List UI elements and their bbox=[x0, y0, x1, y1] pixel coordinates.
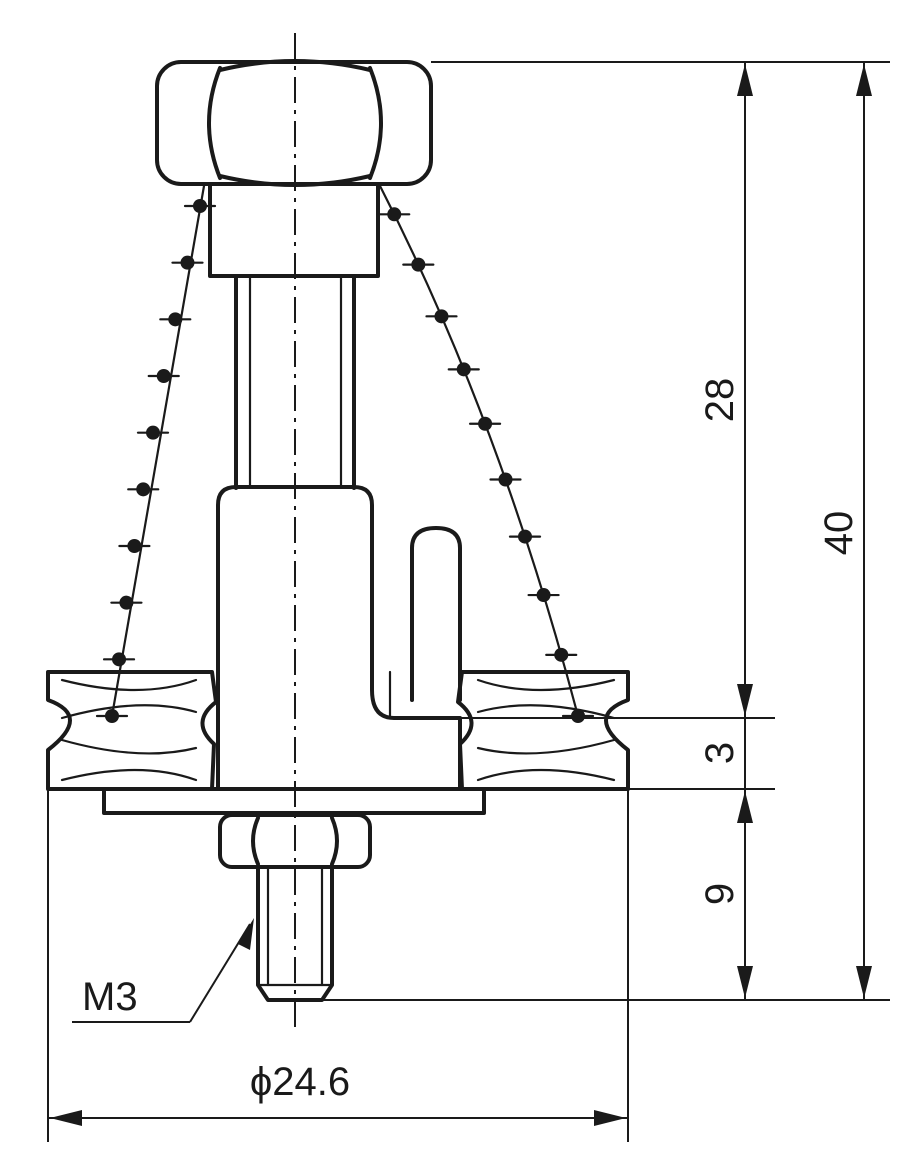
dimension-3: 3 bbox=[698, 718, 746, 789]
dimension-diameter: ϕ24.6 bbox=[48, 1060, 628, 1126]
bead bbox=[127, 539, 142, 553]
thread-callout: M3 bbox=[82, 918, 254, 1023]
bead bbox=[387, 207, 402, 222]
bottom-hex-nut bbox=[218, 813, 372, 869]
dimension-9-label: 9 bbox=[698, 883, 742, 905]
bead bbox=[146, 425, 161, 440]
extension-lines bbox=[47, 61, 890, 1142]
dimension-9: 9 bbox=[698, 789, 753, 1000]
dimension-28: 28 bbox=[698, 62, 753, 718]
thread-label: M3 bbox=[82, 975, 138, 1019]
left-bead-chain bbox=[95, 184, 217, 723]
bead bbox=[168, 312, 183, 327]
bead bbox=[105, 709, 119, 723]
bead bbox=[411, 257, 426, 272]
pulley-right-flange bbox=[456, 670, 630, 791]
bead bbox=[498, 472, 513, 487]
bead bbox=[112, 652, 127, 667]
dimension-40: 40 bbox=[817, 62, 872, 1000]
pulley-left-flange bbox=[46, 670, 218, 791]
diameter-label: ϕ24.6 bbox=[250, 1060, 350, 1104]
shaft bbox=[234, 274, 356, 490]
bead bbox=[434, 309, 449, 324]
hub bbox=[216, 485, 462, 791]
bead bbox=[119, 595, 134, 610]
bead bbox=[571, 709, 585, 723]
threaded-stud bbox=[256, 865, 334, 1002]
bead bbox=[517, 529, 532, 544]
bead bbox=[180, 255, 195, 270]
right-bead-chain bbox=[378, 184, 595, 723]
bead bbox=[554, 647, 569, 662]
bead bbox=[156, 369, 171, 383]
dimension-3-label: 3 bbox=[698, 742, 742, 764]
dimension-28-label: 28 bbox=[698, 378, 742, 423]
bead bbox=[456, 362, 471, 377]
bead bbox=[136, 482, 151, 497]
dimension-40-label: 40 bbox=[817, 511, 861, 556]
bead bbox=[478, 416, 493, 431]
collar bbox=[208, 182, 380, 278]
bead bbox=[193, 199, 207, 213]
pin bbox=[410, 526, 462, 702]
bead bbox=[536, 588, 551, 603]
